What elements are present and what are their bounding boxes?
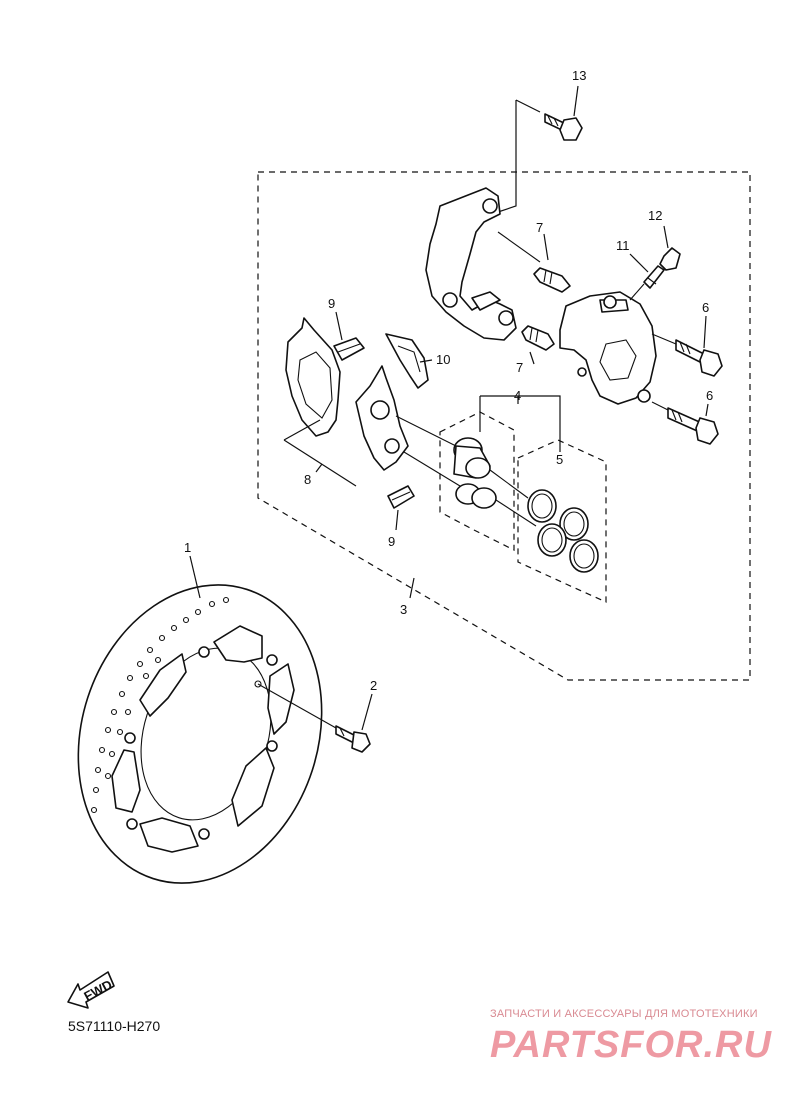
piston-upper xyxy=(453,437,491,479)
watermark-tagline: ЗАПЧАСТИ И АКСЕССУАРЫ ДЛЯ МОТОТЕХНИКИ xyxy=(490,1008,758,1020)
callout-7-upper: 7 xyxy=(536,220,543,235)
disc-bolt-2 xyxy=(335,725,371,753)
callout-12: 12 xyxy=(648,208,662,223)
seal-kit-boundary xyxy=(517,439,607,603)
caliper-bracket xyxy=(425,187,517,341)
callout-6-lower: 6 xyxy=(706,388,713,403)
mounting-bolt-6-lower xyxy=(667,407,719,445)
callout-9-lower: 9 xyxy=(388,534,395,549)
callout-8: 8 xyxy=(304,472,311,487)
caliper-body xyxy=(559,291,657,405)
pad-support-10 xyxy=(385,333,429,389)
callout-5: 5 xyxy=(556,452,563,467)
callout-6-upper: 6 xyxy=(702,300,709,315)
callout-13: 13 xyxy=(572,68,586,83)
watermark-logo: PARTSFOR.RU xyxy=(490,1024,772,1066)
callout-3: 3 xyxy=(400,602,407,617)
diagram-code: 5S71110-H270 xyxy=(68,1018,161,1034)
callout-1: 1 xyxy=(184,540,191,555)
piston-lower xyxy=(455,483,497,509)
callout-2: 2 xyxy=(370,678,377,693)
brake-pad-outer xyxy=(285,317,341,437)
slide-pin-7-lower xyxy=(521,325,555,351)
callout-11: 11 xyxy=(616,238,630,253)
callout-9-upper: 9 xyxy=(328,296,335,311)
brake-disc xyxy=(77,584,323,884)
callout-7-lower: 7 xyxy=(516,360,523,375)
disc-drill-holes xyxy=(90,596,230,814)
bolt-13 xyxy=(544,113,583,141)
caliper-assembly-boundary xyxy=(257,171,751,681)
pad-spring-9-upper xyxy=(333,337,365,361)
callout-4: 4 xyxy=(514,388,521,403)
pad-spring-9-lower xyxy=(387,485,415,509)
slide-pin-7-upper xyxy=(533,267,571,293)
callout-10: 10 xyxy=(436,352,450,367)
brake-pad-inner xyxy=(355,365,409,471)
mounting-bolt-6-upper xyxy=(675,339,723,377)
forward-direction-arrow: FWD xyxy=(67,971,115,1009)
bleed-screw-11 xyxy=(643,265,665,289)
seal-set xyxy=(527,489,599,573)
fwd-label: FWD xyxy=(81,977,114,1004)
bleed-cap-12 xyxy=(659,247,681,271)
